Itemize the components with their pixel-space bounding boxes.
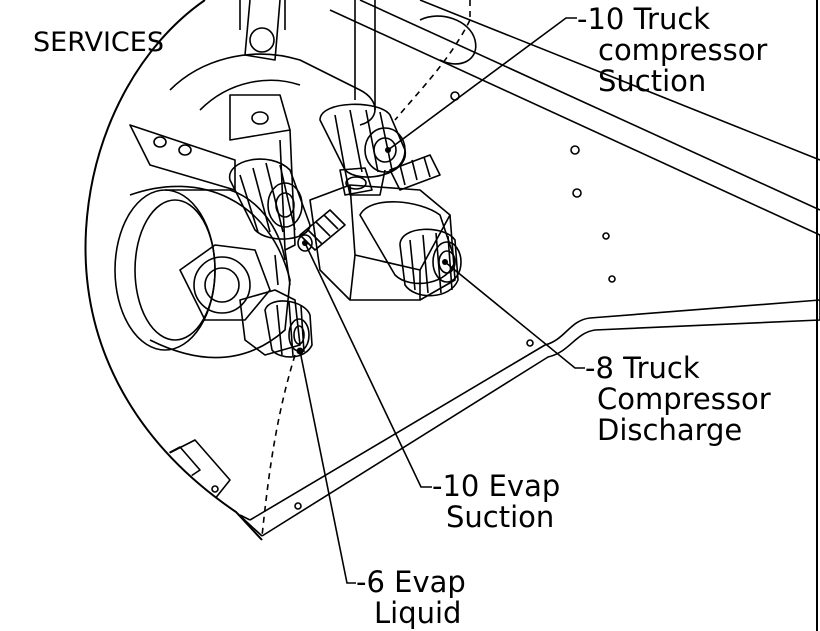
machinery-drawing [114, 0, 820, 537]
callout-line: Suction [598, 64, 707, 98]
leader-truck-discharge [444, 261, 585, 369]
leader-truck-suction [387, 17, 577, 151]
rivet [608, 275, 616, 283]
rivet [602, 232, 610, 240]
rivet [526, 339, 534, 347]
callout-truck-compressor-suction: -10 Truck compressor Suction [577, 4, 767, 97]
diagram-title: SERVICES [33, 27, 164, 58]
leader-evap-suction [304, 242, 432, 488]
callout-line: compressor [598, 33, 768, 67]
callout-line: Liquid [374, 596, 462, 630]
callout-line: -6 Evap [356, 565, 466, 599]
callout-line: Compressor [597, 382, 771, 416]
callout-line: Suction [446, 500, 555, 534]
rivet [294, 502, 302, 510]
rivet [570, 145, 580, 155]
callout-line: -8 Truck [585, 351, 700, 385]
callout-truck-compressor-discharge: -8 Truck Compressor Discharge [585, 353, 771, 446]
callout-line: -10 Truck [577, 2, 711, 36]
detail-circle-outline [84, 0, 263, 541]
leader-lines [299, 17, 585, 584]
leader-dots [296, 147, 448, 355]
rivet [572, 188, 582, 198]
callout-line: -10 Evap [432, 469, 561, 503]
callout-evap-suction: -10 Evap Suction [432, 471, 560, 533]
callout-line: Discharge [597, 413, 743, 447]
leader-evap-liquid [299, 350, 356, 584]
callout-evap-liquid: -6 Evap Liquid [356, 567, 466, 629]
